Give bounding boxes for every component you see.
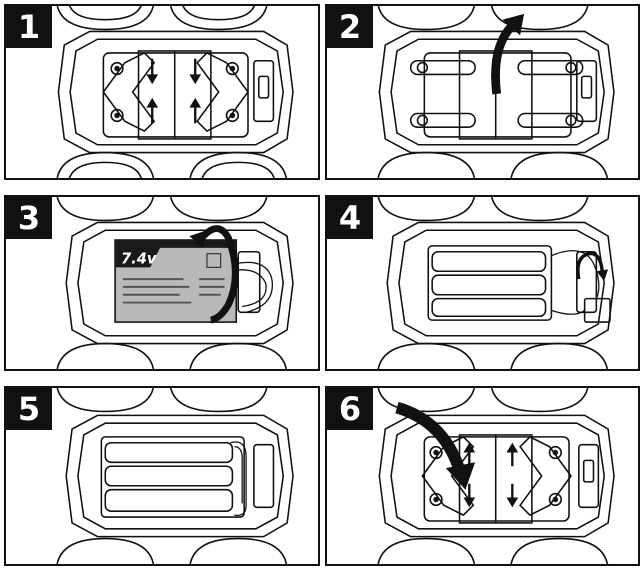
step-number-1: 1 xyxy=(6,6,52,48)
step-6-illustration xyxy=(377,388,615,564)
step-2-illustration xyxy=(377,6,615,178)
battery-pack: 7.4v xyxy=(114,239,238,323)
step-number-2: 2 xyxy=(327,6,373,48)
curved-arrow-icon xyxy=(189,225,239,324)
up-arrow-icon xyxy=(463,442,476,467)
step-3-panel: 3 7.4v xyxy=(4,195,320,371)
switch-icon xyxy=(257,75,270,99)
screw-icon xyxy=(110,61,240,123)
down-arrow-icon xyxy=(146,58,159,85)
screw-icon xyxy=(429,445,562,507)
switch-icon xyxy=(237,250,261,314)
battery-compartment xyxy=(100,436,245,518)
switch-icon xyxy=(576,250,598,314)
step-5-illustration xyxy=(56,388,294,564)
switch-icon xyxy=(582,459,595,483)
down-arrow-icon xyxy=(506,483,519,508)
step-number-6: 6 xyxy=(327,388,373,430)
step-3-illustration: 7.4v xyxy=(56,197,294,369)
down-arrow-icon xyxy=(463,483,476,508)
recycle-bin-icon xyxy=(206,253,222,268)
up-arrow-icon xyxy=(189,97,202,124)
up-arrow-icon xyxy=(506,442,519,467)
screw-icon xyxy=(416,61,577,127)
up-arrow-icon xyxy=(146,97,159,124)
switch-icon xyxy=(580,75,593,99)
curved-arrow-icon xyxy=(576,251,609,282)
switch-icon xyxy=(253,443,275,509)
step-5-panel: 5 xyxy=(4,386,320,566)
wheel-icon xyxy=(56,388,288,564)
battery-voltage-label: 7.4v xyxy=(121,250,157,267)
curved-arrow-icon xyxy=(395,401,476,490)
step-number-3: 3 xyxy=(6,197,52,239)
battery-connector xyxy=(583,297,611,323)
battery-compartment xyxy=(427,245,553,321)
curved-arrow-icon xyxy=(491,13,525,95)
step-number-4: 4 xyxy=(327,197,373,239)
step-6-panel: 6 xyxy=(325,386,640,566)
wheel-icon xyxy=(377,388,609,564)
step-4-panel: 4 xyxy=(325,195,640,371)
step-2-panel: 2 xyxy=(325,4,640,180)
step-1-panel: 1 xyxy=(4,4,320,180)
down-arrow-icon xyxy=(189,58,202,85)
step-4-illustration xyxy=(377,197,615,369)
step-1-illustration xyxy=(56,6,294,178)
step-number-5: 5 xyxy=(6,388,52,430)
